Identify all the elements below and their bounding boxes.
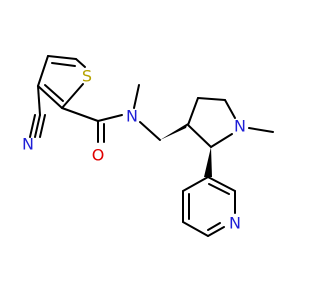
bond-py-c6-n — [207, 226, 225, 237]
bond-c3-c4 — [187, 97, 199, 126]
nitrile-n-atom-label: N — [22, 135, 34, 154]
bond-c2-c3 — [187, 124, 212, 148]
bond-py-c5-c6 — [182, 221, 209, 237]
bond-py-c6-n-inner — [207, 222, 221, 231]
molecule-structure: S N O N N N — [22, 55, 274, 237]
bond-py-c3-c4 — [182, 176, 209, 192]
amide-n-atom-label: N — [126, 107, 138, 126]
bond-c4-c5 — [197, 97, 226, 101]
bond-c3-c2 — [37, 85, 63, 109]
bond-c5-c4-inner — [51, 62, 76, 67]
bond-c2-s — [61, 83, 84, 109]
bond-py-c2-c3 — [207, 176, 236, 192]
wedge-ch2-c3 — [160, 123, 188, 140]
bond-cn-triple-b — [39, 114, 46, 138]
sulfur-atom-label: S — [82, 67, 92, 86]
bond-c5-n1 — [224, 99, 236, 119]
bond-c3-cn — [37, 85, 41, 116]
amide-group — [61, 84, 161, 143]
bond-cn-triple-c — [29, 114, 36, 138]
bond-c2-carbonyl — [61, 107, 99, 122]
bond-n1-methyl — [248, 127, 274, 133]
bond-c5-c4 — [47, 55, 77, 60]
pyrrolidine-n-atom-label: N — [234, 117, 246, 136]
bond-cn-triple-a — [34, 114, 41, 138]
pyrrolidine-ring — [160, 97, 274, 148]
bond-n-ch2 — [139, 121, 161, 141]
wedge-c2-pyridyl — [204, 147, 212, 177]
bond-n1-c2 — [210, 133, 233, 148]
bond-py-c2-c3-inner — [208, 183, 230, 195]
thiophene-ring — [37, 55, 86, 109]
carbonyl-o-atom-label: O — [92, 146, 105, 165]
bond-c3-c2-inner — [44, 84, 64, 102]
pyridine-n-atom-label: N — [229, 214, 241, 233]
bond-carbonyl-n — [97, 114, 123, 122]
bond-s-c5 — [75, 58, 86, 68]
bond-c4-c3 — [37, 55, 49, 87]
pyridine-ring — [182, 147, 236, 237]
nitrile-group — [29, 85, 46, 138]
bond-n-methyl — [133, 84, 140, 109]
